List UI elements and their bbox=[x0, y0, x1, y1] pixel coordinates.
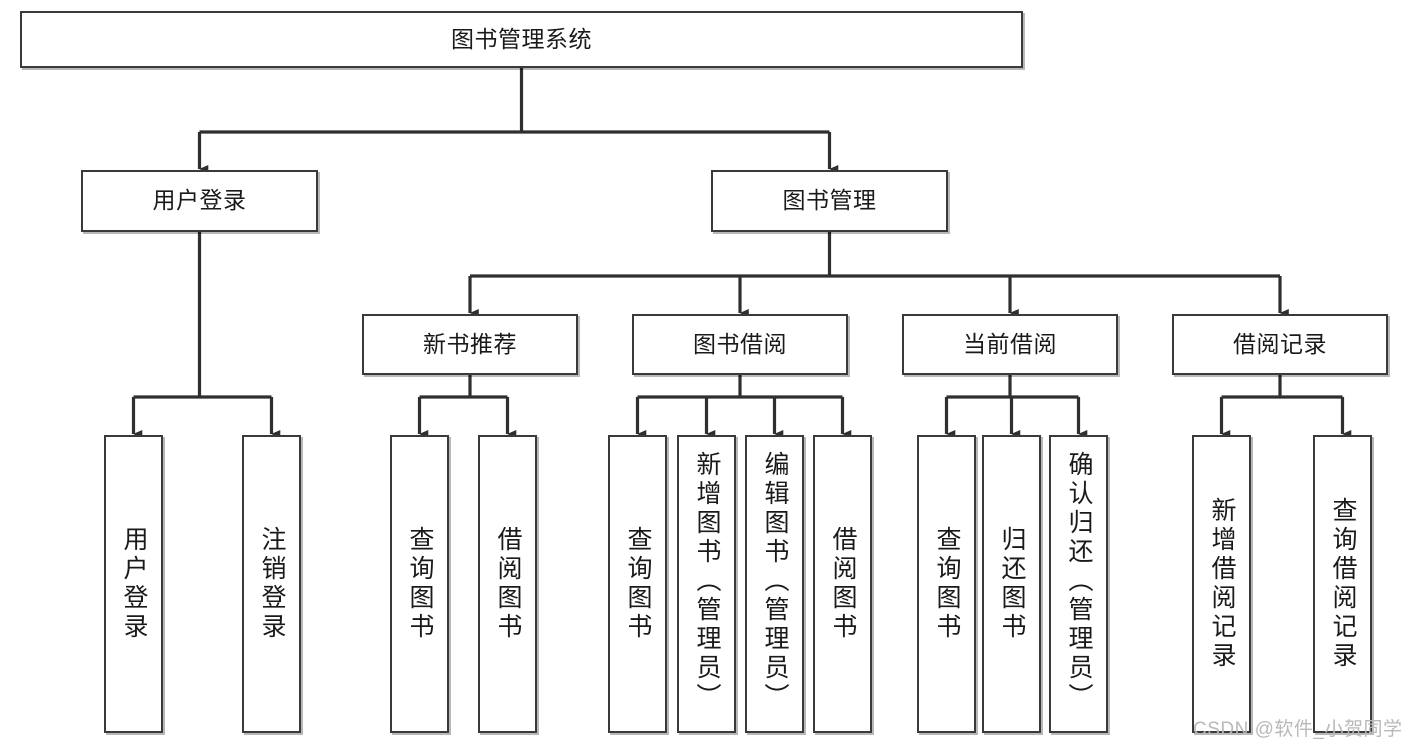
node-leaf-query-record[interactable]: 查询借阅记录 bbox=[1313, 435, 1372, 733]
node-label-leaf-user-login: 用户登录 bbox=[120, 526, 148, 642]
node-current-borrow[interactable]: 当前借阅 bbox=[902, 314, 1118, 375]
edge-paths bbox=[131, 68, 1352, 438]
node-label-leaf-borrow-book-1: 借阅图书 bbox=[494, 526, 522, 642]
node-label-book-manage: 图书管理 bbox=[782, 187, 877, 214]
node-leaf-query-book-3[interactable]: 查询图书 bbox=[917, 435, 976, 733]
node-label-root: 图书管理系统 bbox=[451, 25, 592, 52]
node-label-leaf-query-book-1: 查询图书 bbox=[406, 526, 434, 642]
node-label-leaf-borrow-book-2: 借阅图书 bbox=[829, 526, 857, 642]
node-root[interactable]: 图书管理系统 bbox=[20, 11, 1023, 68]
node-leaf-edit-book[interactable]: 编辑图书（管理员） bbox=[745, 435, 804, 733]
node-label-leaf-add-record: 新增借阅记录 bbox=[1208, 497, 1236, 671]
node-label-leaf-query-record: 查询借阅记录 bbox=[1329, 497, 1357, 671]
node-leaf-return-book[interactable]: 归还图书 bbox=[982, 435, 1041, 733]
node-leaf-query-book-1[interactable]: 查询图书 bbox=[390, 435, 449, 733]
node-label-leaf-query-book-3: 查询图书 bbox=[933, 526, 961, 642]
node-label-new-book-rec: 新书推荐 bbox=[423, 330, 517, 357]
node-leaf-logout[interactable]: 注销登录 bbox=[242, 435, 301, 733]
node-label-user-login: 用户登录 bbox=[152, 187, 247, 214]
node-leaf-user-login[interactable]: 用户登录 bbox=[104, 435, 163, 733]
node-label-leaf-confirm-return: 确认归还（管理员） bbox=[1065, 451, 1093, 712]
node-label-leaf-logout: 注销登录 bbox=[258, 526, 286, 642]
node-leaf-borrow-book-2[interactable]: 借阅图书 bbox=[813, 435, 872, 733]
node-leaf-query-book-2[interactable]: 查询图书 bbox=[608, 435, 667, 733]
node-book-manage[interactable]: 图书管理 bbox=[711, 170, 948, 232]
node-user-login[interactable]: 用户登录 bbox=[81, 170, 318, 232]
node-label-borrow-record: 借阅记录 bbox=[1233, 330, 1327, 357]
node-leaf-add-book[interactable]: 新增图书（管理员） bbox=[677, 435, 736, 733]
node-leaf-confirm-return[interactable]: 确认归还（管理员） bbox=[1049, 435, 1108, 733]
node-new-book-rec[interactable]: 新书推荐 bbox=[362, 314, 578, 375]
watermark: CSDN @软件_小贺同学 bbox=[1193, 719, 1403, 740]
node-label-book-borrow: 图书借阅 bbox=[693, 330, 787, 357]
node-label-leaf-edit-book: 编辑图书（管理员） bbox=[761, 451, 789, 712]
node-leaf-borrow-book-1[interactable]: 借阅图书 bbox=[478, 435, 537, 733]
node-leaf-add-record[interactable]: 新增借阅记录 bbox=[1192, 435, 1251, 733]
node-label-leaf-return-book: 归还图书 bbox=[998, 526, 1026, 642]
node-book-borrow[interactable]: 图书借阅 bbox=[632, 314, 848, 375]
node-borrow-record[interactable]: 借阅记录 bbox=[1172, 314, 1388, 375]
node-label-leaf-query-book-2: 查询图书 bbox=[624, 526, 652, 642]
node-label-leaf-add-book: 新增图书（管理员） bbox=[693, 451, 721, 712]
node-label-current-borrow: 当前借阅 bbox=[963, 330, 1057, 357]
